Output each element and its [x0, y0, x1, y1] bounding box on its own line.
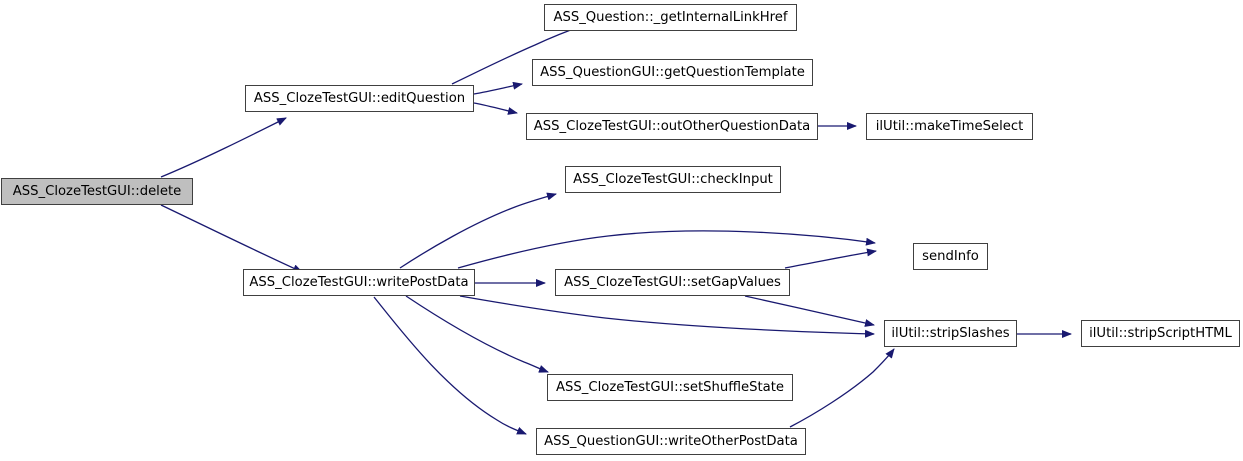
graph-edge-setGapValues-to-sendInfo [784, 248, 877, 269]
graph-edge-writePostData-to-sendInfo [457, 230, 876, 269]
graph-edge-writePostData-to-setShuffleState [405, 295, 549, 373]
graph-node-label: ASS_ClozeTestGUI::editQuestion [253, 90, 466, 106]
graph-edge-writeOtherPostData-to-stripSlashes [789, 348, 895, 428]
graph-node-setGapValues[interactable]: ASS_ClozeTestGUI::setGapValues [555, 269, 790, 296]
graph-node-setShuffleState[interactable]: ASS_ClozeTestGUI::setShuffleState [547, 374, 793, 401]
graph-node-label: ASS_ClozeTestGUI::setShuffleState [556, 379, 784, 395]
graph-node-label: ASS_ClozeTestGUI::checkInput [573, 171, 773, 187]
graph-edge-editQuestion-to-outOtherQuestionData [473, 102, 518, 115]
graph-edge-delete-to-writePostData [160, 204, 303, 273]
graph-node-label: ASS_ClozeTestGUI::delete [12, 183, 182, 199]
graph-node-getInternalLinkHref[interactable]: ASS_Question::_getInternalLinkHref [544, 4, 797, 31]
graph-node-label: ASS_ClozeTestGUI::outOtherQuestionData [533, 118, 811, 134]
graph-node-label: ASS_Question::_getInternalLinkHref [553, 9, 788, 25]
graph-node-outOtherQuestionData[interactable]: ASS_ClozeTestGUI::outOtherQuestionData [526, 113, 818, 140]
graph-node-delete[interactable]: ASS_ClozeTestGUI::delete [1, 178, 193, 205]
graph-node-label: ASS_QuestionGUI::writeOtherPostData [544, 433, 798, 449]
graph-node-label: ASS_QuestionGUI::getQuestionTemplate [540, 64, 805, 80]
graph-edge-writePostData-to-checkInput [399, 192, 557, 269]
graph-edge-setGapValues-to-stripSlashes [744, 295, 875, 327]
graph-node-label: ilUtil::stripScriptHTML [1089, 325, 1232, 341]
graph-node-label: sendInfo [922, 248, 979, 264]
graph-node-editQuestion[interactable]: ASS_ClozeTestGUI::editQuestion [245, 85, 474, 112]
graph-edge-delete-to-editQuestion [160, 117, 287, 178]
graph-node-checkInput[interactable]: ASS_ClozeTestGUI::checkInput [565, 166, 781, 193]
graph-node-stripScriptHTML[interactable]: ilUtil::stripScriptHTML [1081, 320, 1240, 347]
graph-node-label: ASS_ClozeTestGUI::setGapValues [564, 274, 781, 290]
graph-node-sendInfo[interactable]: sendInfo [913, 243, 988, 270]
graph-edge-writePostData-to-writeOtherPostData [373, 296, 527, 435]
graph-node-label: ilUtil::stripSlashes [891, 325, 1010, 341]
graph-node-getQuestionTemplate[interactable]: ASS_QuestionGUI::getQuestionTemplate [532, 59, 813, 86]
graph-node-writeOtherPostData[interactable]: ASS_QuestionGUI::writeOtherPostData [536, 428, 806, 455]
graph-node-makeTimeSelect[interactable]: ilUtil::makeTimeSelect [866, 113, 1033, 140]
graph-node-label: ilUtil::makeTimeSelect [875, 118, 1024, 134]
graph-node-label: ASS_ClozeTestGUI::writePostData [249, 274, 469, 290]
graph-node-writePostData[interactable]: ASS_ClozeTestGUI::writePostData [243, 269, 475, 296]
graph-edge-writePostData-to-stripSlashes [459, 295, 875, 338]
graph-node-stripSlashes[interactable]: ilUtil::stripSlashes [884, 320, 1017, 347]
graph-edge-editQuestion-to-getQuestionTemplate [473, 81, 523, 95]
